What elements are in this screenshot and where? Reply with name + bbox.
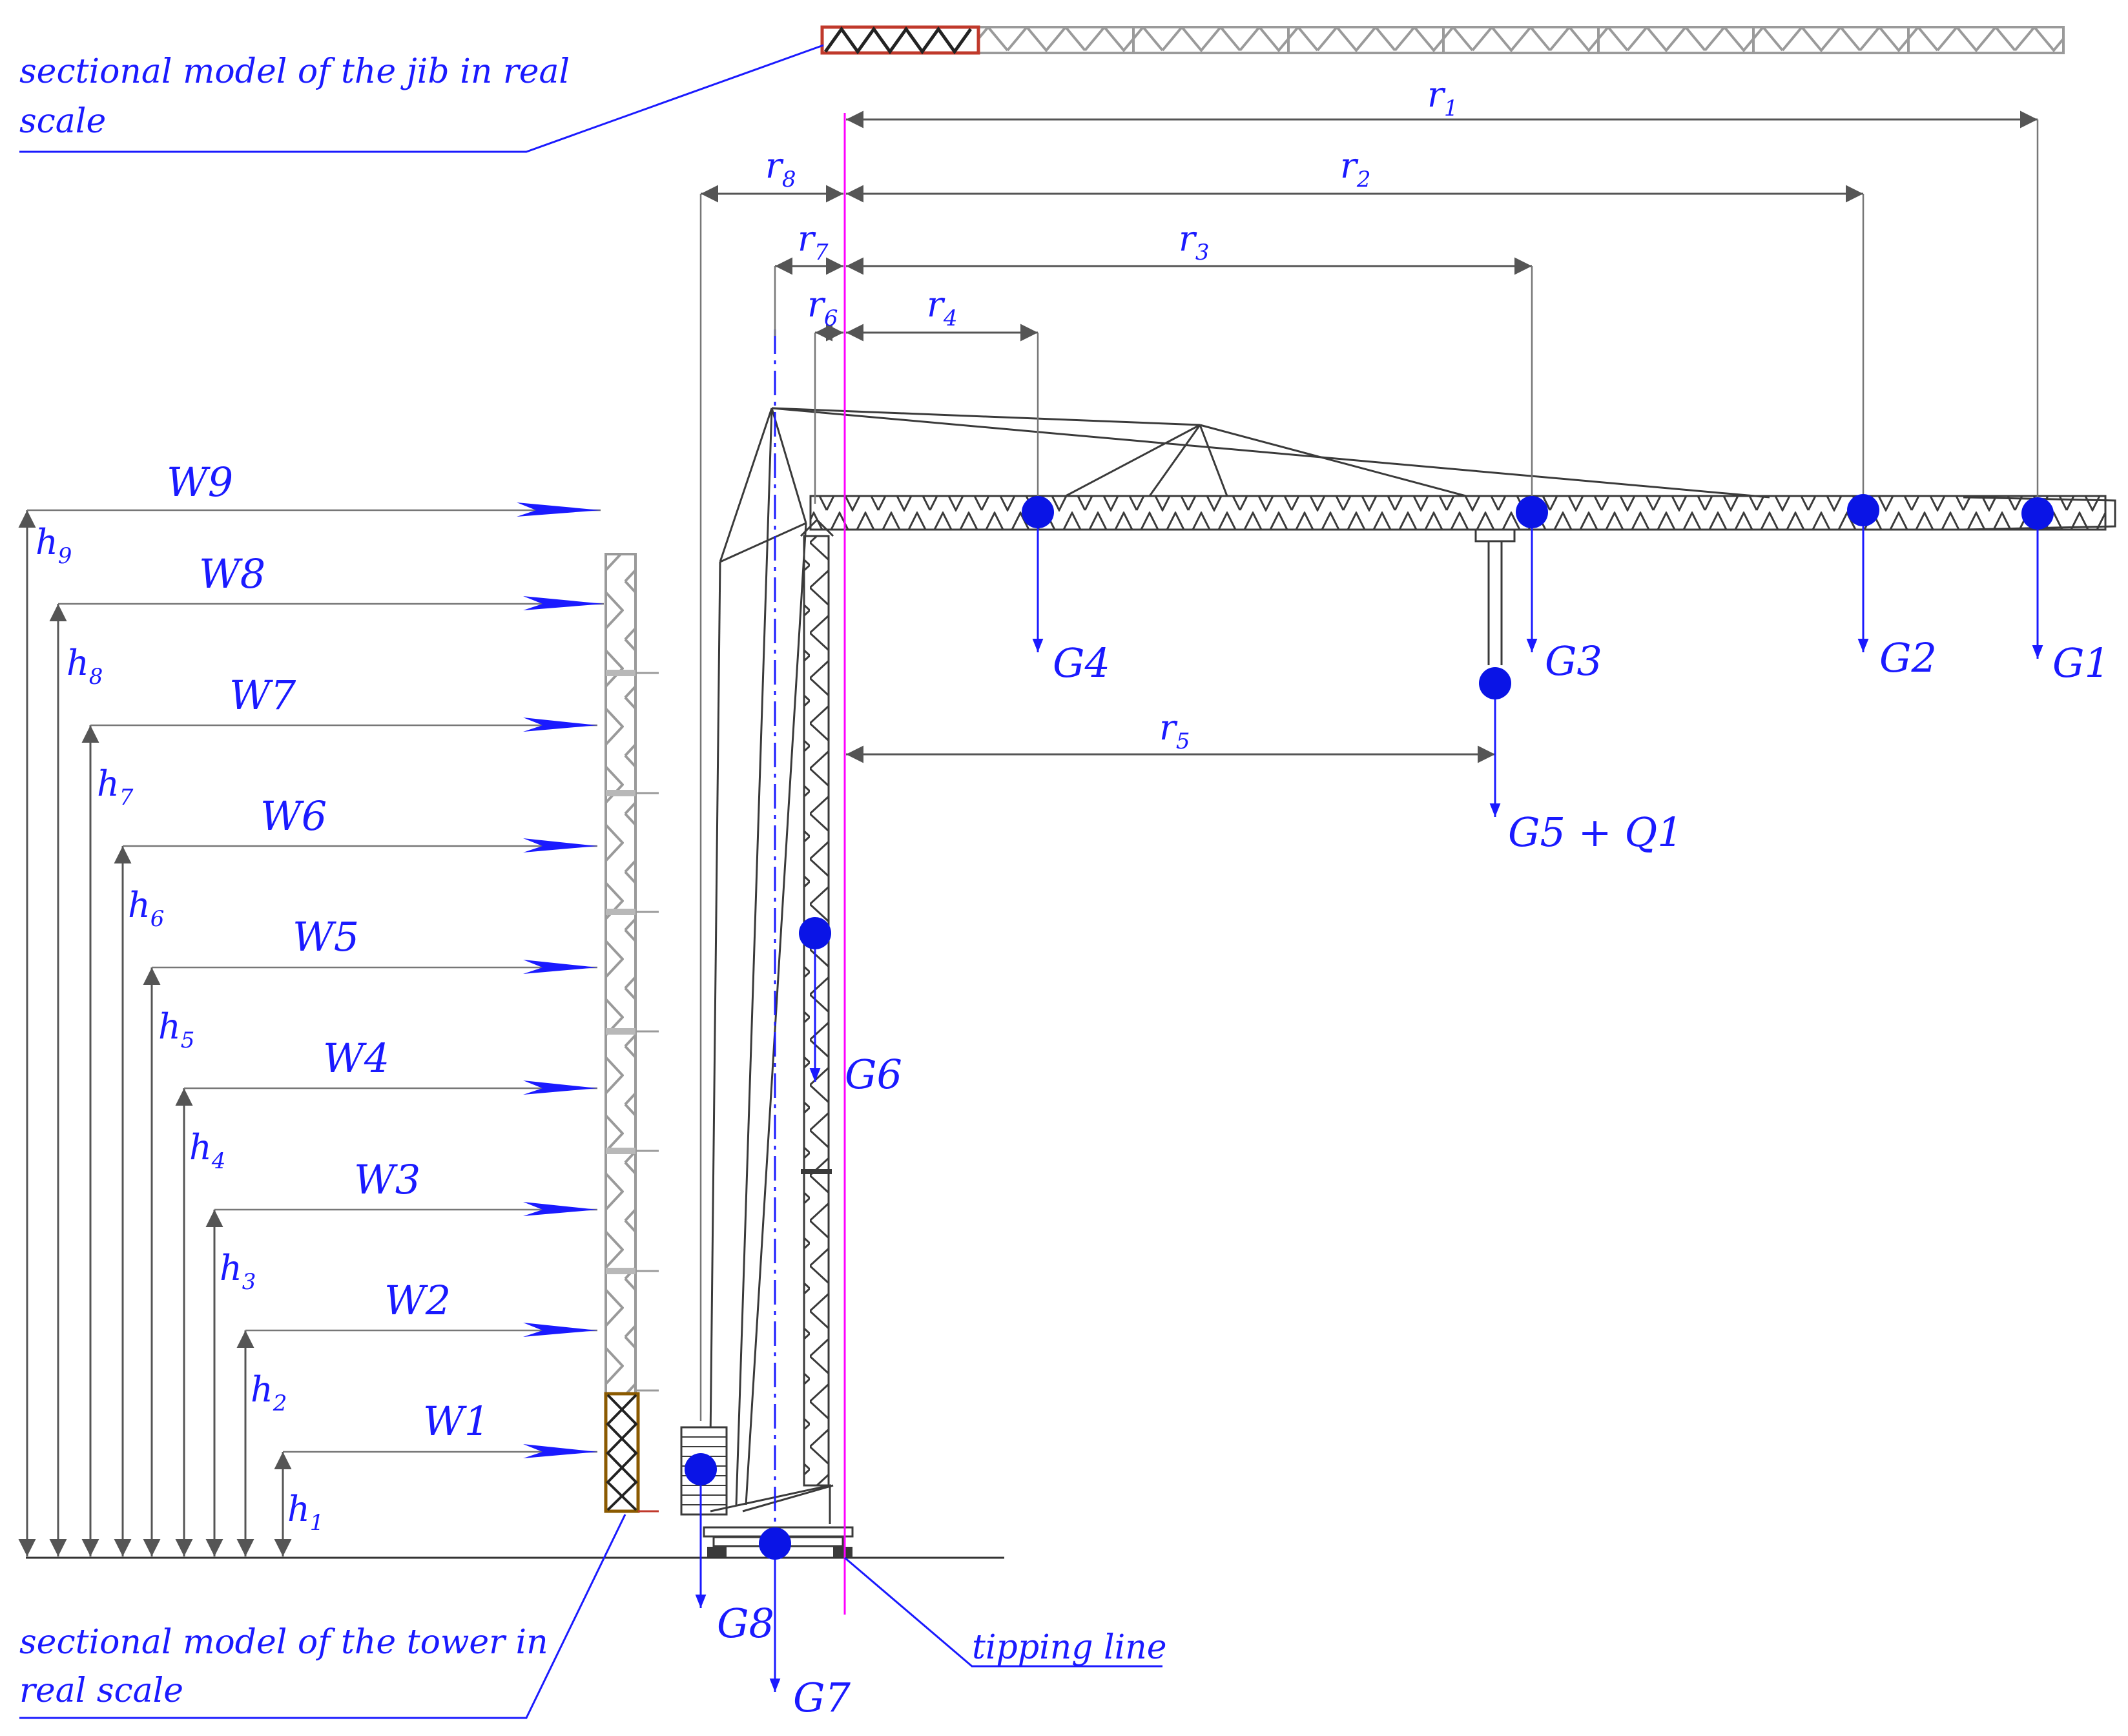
label-r7: r7	[798, 218, 829, 265]
wind-arrow-w7	[523, 718, 597, 732]
height-dimensions	[18, 509, 604, 1556]
tipping-line-annotation: tipping line	[844, 1556, 1167, 1668]
jib-sectional-model	[820, 25, 2065, 55]
label-w5: W5	[293, 913, 359, 960]
wind-labels: W9 W8 W7 W6 W5 W4 W3 W2 W1	[167, 459, 490, 1445]
tipping-line-label: tipping line	[972, 1628, 1167, 1667]
wind-arrow-w8	[523, 596, 604, 610]
label-g5-q1: G5 + Q1	[1508, 809, 1683, 856]
mass-g4	[1022, 496, 1054, 652]
label-h2: h2	[251, 1369, 287, 1416]
mass-g8	[685, 1453, 717, 1608]
label-g8: G8	[717, 1600, 774, 1647]
mass-g6	[799, 917, 831, 1082]
mass-g3	[1516, 496, 1548, 652]
tower-note-line1: sectional model of the tower in	[19, 1623, 548, 1662]
label-r4: r4	[927, 284, 957, 331]
label-w1: W1	[423, 1398, 490, 1445]
label-r6: r6	[807, 284, 838, 331]
label-r3: r3	[1179, 218, 1209, 265]
label-g1: G1	[2052, 639, 2110, 687]
wind-arrow-w2	[523, 1323, 597, 1337]
wind-arrow-w5	[523, 960, 597, 974]
label-r8: r8	[765, 145, 796, 192]
label-h4: h4	[189, 1127, 225, 1174]
wind-arrow-w4	[523, 1080, 597, 1095]
radius-dimensions	[699, 110, 2039, 1421]
label-h7: h7	[97, 763, 134, 811]
label-r5: r5	[1159, 707, 1190, 754]
label-g6: G6	[845, 1051, 902, 1098]
height-labels: h9 h8 h7 h6 h5 h4 h3 h2 h1	[36, 522, 324, 1536]
label-h6: h6	[128, 885, 164, 932]
tower-note-line2: real scale	[19, 1671, 183, 1710]
label-w6: W6	[260, 792, 327, 840]
label-h8: h8	[67, 643, 103, 690]
gravity-loads	[685, 494, 2054, 1692]
wind-arrow-w1	[523, 1444, 597, 1458]
label-h1: h1	[287, 1489, 324, 1536]
tower-sectional-model	[604, 553, 659, 1513]
jib-note-line2: scale	[19, 102, 106, 141]
label-w4: W4	[323, 1035, 389, 1082]
label-w7: W7	[229, 672, 296, 719]
label-w8: W8	[199, 550, 265, 597]
wind-arrow-w9	[517, 502, 601, 517]
jib-note-leader: sectional model of the jib in real scale	[19, 44, 824, 153]
load-labels: G1 G2 G3 G4 G5 + Q1 G6 G8 G7	[717, 634, 2110, 1721]
jib-note-line1: sectional model of the jib in real	[19, 52, 570, 91]
label-h3: h3	[220, 1248, 256, 1295]
mass-g5-q1	[1479, 667, 1511, 817]
label-w9: W9	[167, 459, 233, 506]
mass-g1	[2021, 497, 2054, 659]
mass-g2	[1847, 494, 1879, 652]
label-h9: h9	[36, 522, 72, 569]
wind-arrow-w3	[523, 1202, 597, 1216]
label-w3: W3	[354, 1156, 420, 1203]
wind-arrows	[517, 502, 604, 1458]
label-r2: r2	[1340, 145, 1370, 192]
crane	[680, 329, 2116, 1557]
label-w2: W2	[384, 1277, 451, 1324]
tower-note-leader: sectional model of the tower in real sca…	[19, 1514, 626, 1719]
mass-g7	[759, 1527, 791, 1692]
label-h5: h5	[158, 1006, 194, 1053]
label-g2: G2	[1879, 634, 1937, 681]
label-r1: r1	[1427, 74, 1458, 121]
label-g4: G4	[1053, 639, 1110, 687]
radius-labels: r1 r2 r8 r3 r7 r4 r6 r5	[765, 74, 1458, 754]
label-g7: G7	[793, 1674, 851, 1721]
label-g3: G3	[1545, 637, 1602, 685]
wind-arrow-w6	[523, 838, 597, 852]
